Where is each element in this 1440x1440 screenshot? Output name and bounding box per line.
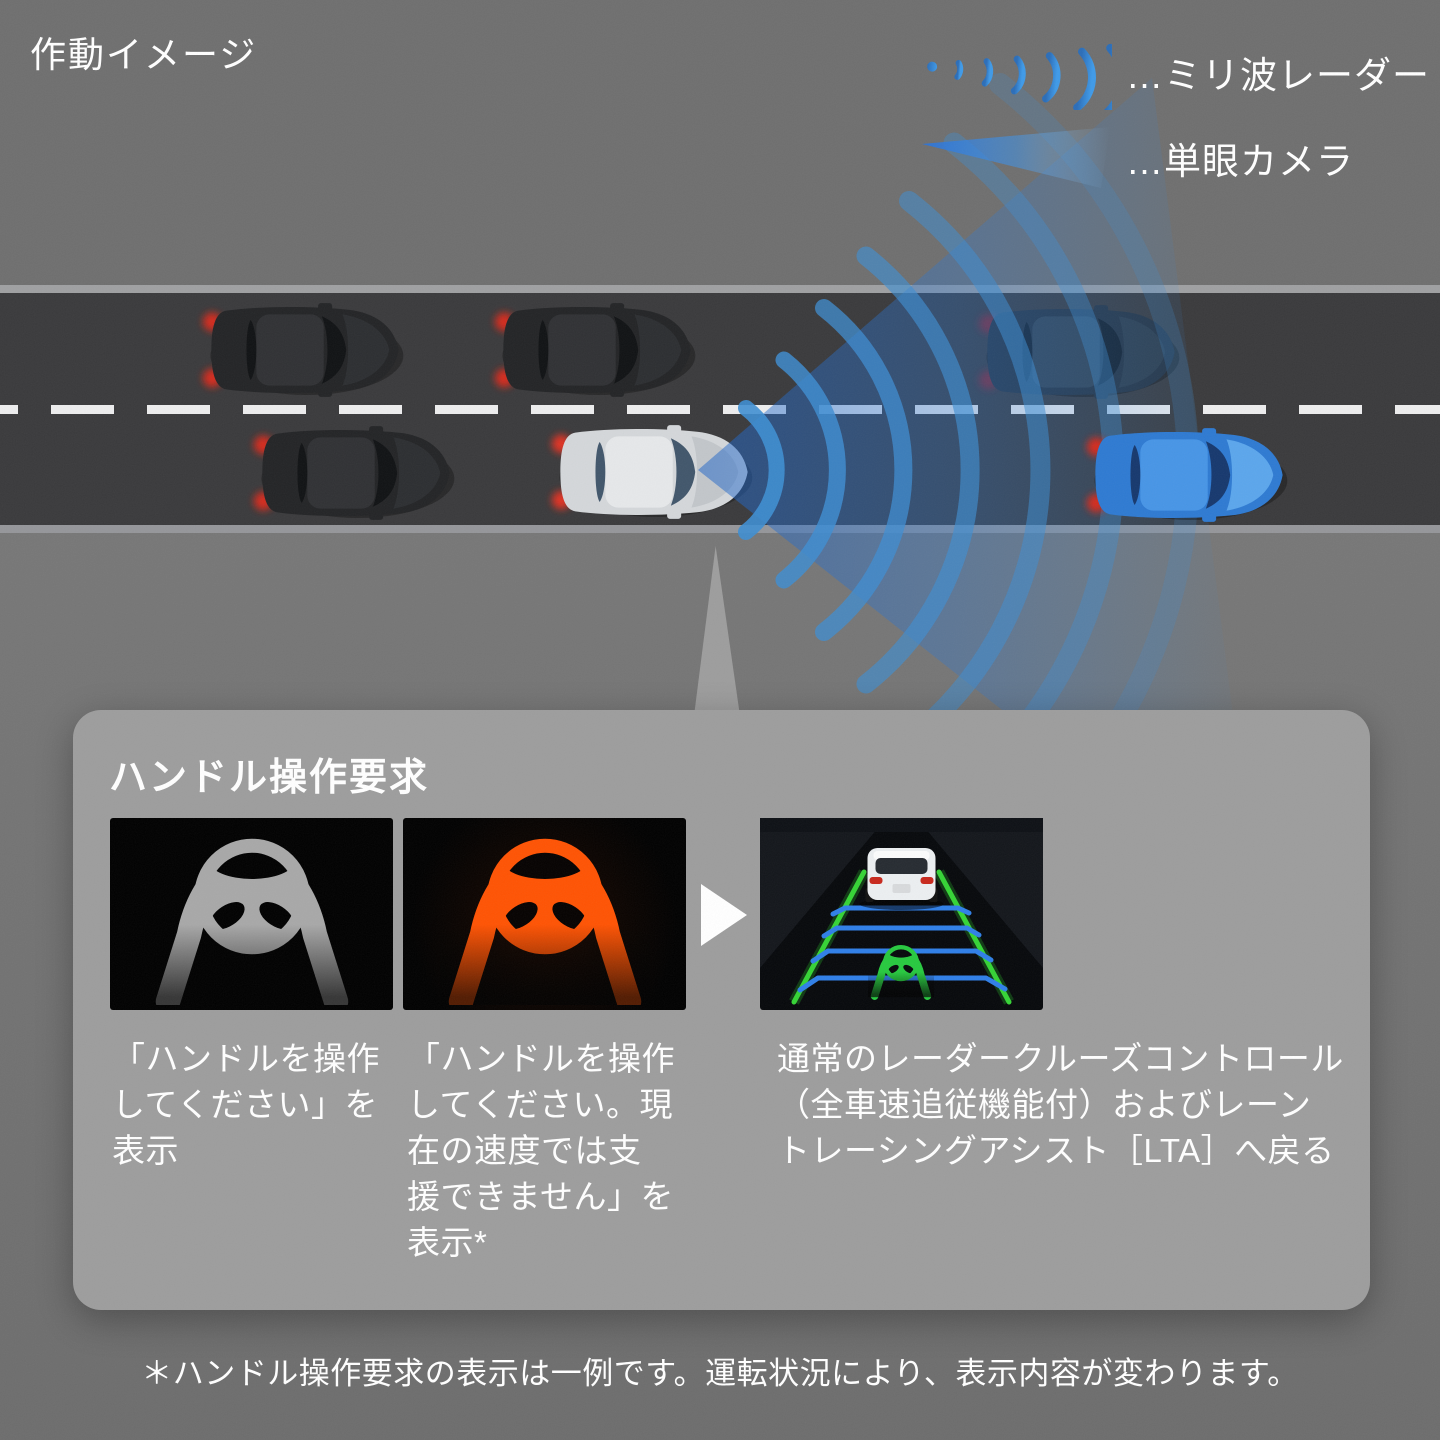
- vehicle-traffic-3: [253, 426, 459, 520]
- step-caption-3: 通常のレーダークルーズコントロール （全車速追従機能付）およびレーン トレーシン…: [777, 1040, 1344, 1169]
- lane-divider-dashes: [0, 405, 1440, 414]
- vehicle-lead-blue: [1086, 428, 1292, 522]
- steering-wheel-orange-icon: [403, 818, 686, 1010]
- legend-radar-label: …ミリ波レーダー: [1126, 55, 1430, 96]
- vehicle-traffic-2: [494, 303, 700, 397]
- legend-item-camera: …単眼カメラ: [920, 126, 1354, 190]
- legend-camera-label: …単眼カメラ: [1126, 141, 1354, 182]
- vehicle-traffic-in-sensor-range: [978, 305, 1184, 399]
- callout-panel: ハンドル操作要求: [73, 710, 1370, 1310]
- vehicle-traffic-1: [202, 303, 408, 397]
- lta-display-graphic: [760, 818, 1043, 1010]
- callout-title: ハンドル操作要求: [109, 757, 430, 799]
- footnote: ＊ハンドル操作要求の表示は一例です。運転状況により、表示内容が変わります。: [141, 1356, 1299, 1391]
- legend-item-radar: …ミリ波レーダー: [920, 34, 1430, 110]
- radar-waves-icon: [927, 43, 1112, 110]
- steering-wheel-gray-icon: [110, 818, 393, 1010]
- lead-car-rear: [859, 848, 944, 910]
- step-caption-1: 「ハンドルを操作 してください」を 表示: [112, 1040, 380, 1169]
- vehicle-ego: [551, 425, 757, 519]
- camera-cone-icon: [922, 127, 1110, 188]
- page-title: 作動イメージ: [30, 34, 258, 75]
- next-step-arrow-icon: [701, 884, 747, 946]
- step-caption-2: 「ハンドルを操作 してください。現 在の速度では支 援できません」を 表示*: [407, 1040, 675, 1261]
